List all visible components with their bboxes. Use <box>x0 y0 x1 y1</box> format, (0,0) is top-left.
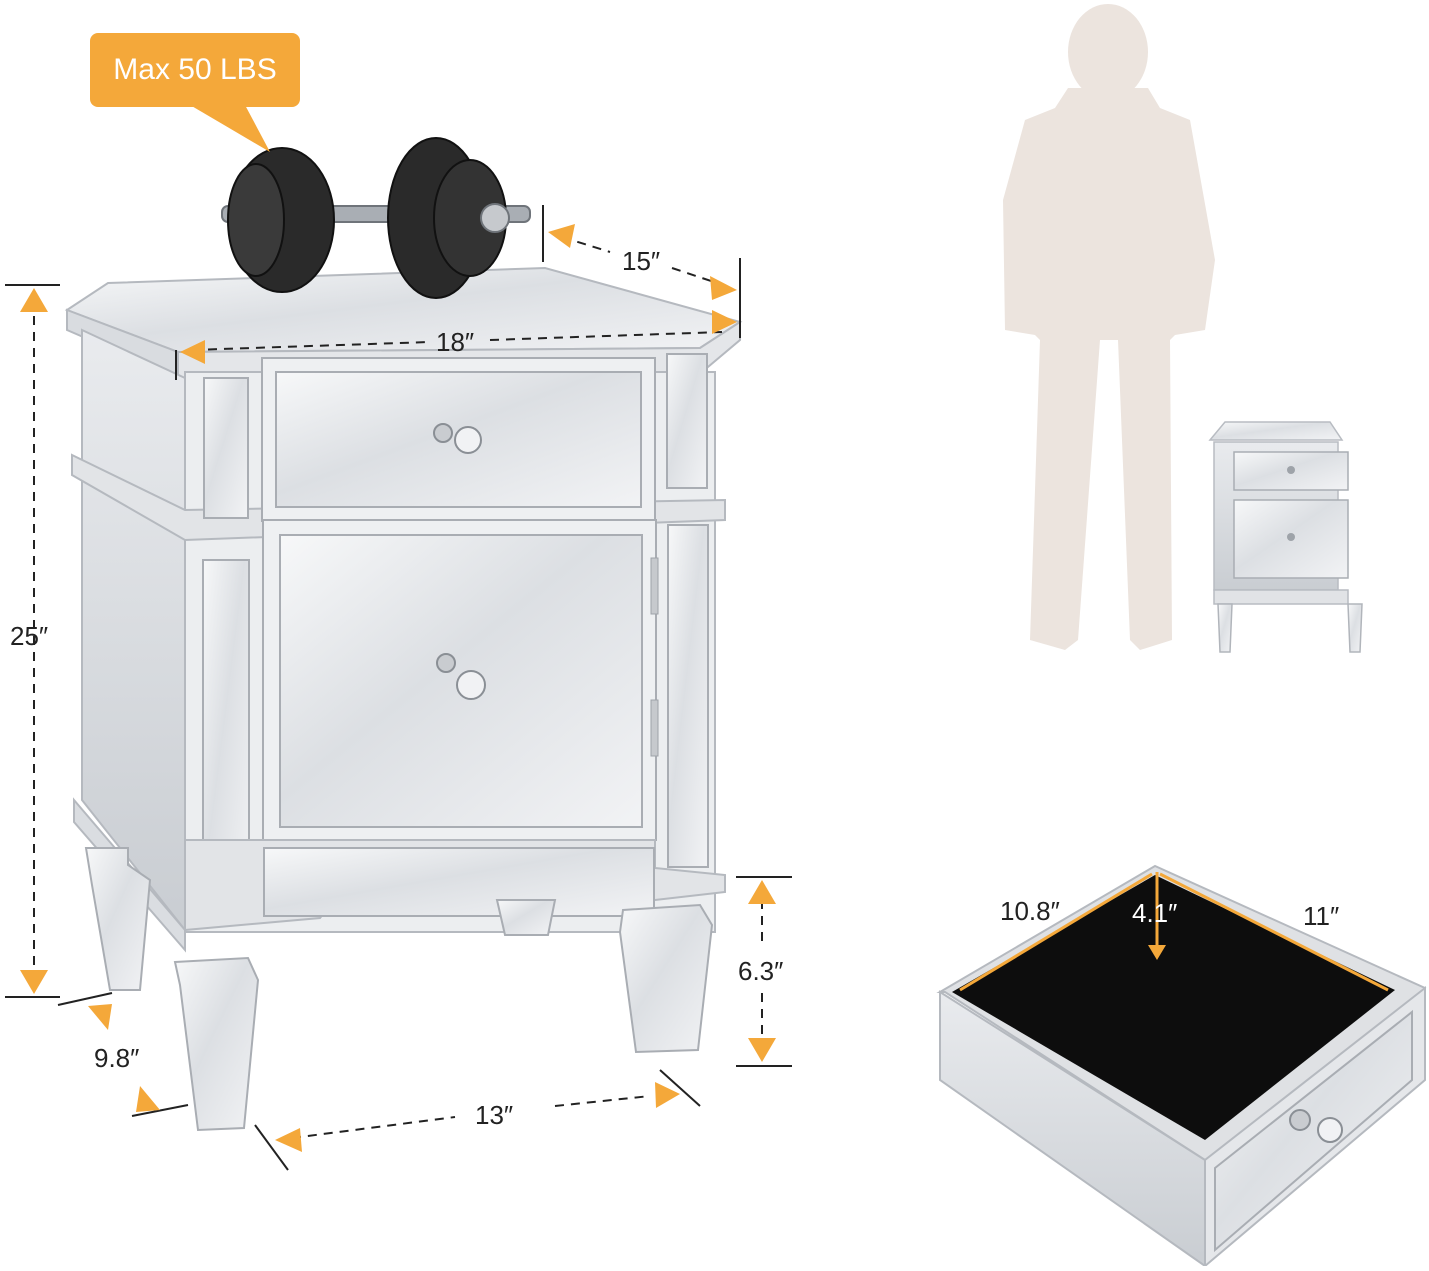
dimension-leg-width: 13″ <box>475 1100 514 1130</box>
dimension-drawer-height: 4.1″ <box>1132 898 1178 928</box>
person-silhouette-icon <box>1003 4 1215 650</box>
dimension-drawer-depth: 10.8″ <box>1000 896 1060 926</box>
dimension-height: 25″ <box>10 621 49 651</box>
dimension-leg-height: 6.3″ <box>738 956 784 986</box>
dimension-arrowheads <box>20 224 776 1152</box>
dimension-width-top: 18″ <box>436 327 475 357</box>
dumbbell-icon <box>221 137 531 299</box>
dimension-drawer-width: 11″ <box>1303 901 1340 931</box>
drawer-knob-icon <box>433 423 482 454</box>
nightstand-main-illustration <box>64 266 743 1132</box>
badge-pointer-icon <box>190 105 270 152</box>
dimension-lines <box>5 205 792 1171</box>
nightstand-small-icon <box>1208 421 1363 653</box>
door-knob-icon <box>436 653 486 700</box>
max-weight-badge: Max 50 LBS <box>90 33 300 107</box>
dimension-leg-depth: 9.8″ <box>94 1043 140 1073</box>
open-drawer-illustration <box>936 864 1427 1269</box>
dimension-depth-top: 15″ <box>622 246 661 276</box>
